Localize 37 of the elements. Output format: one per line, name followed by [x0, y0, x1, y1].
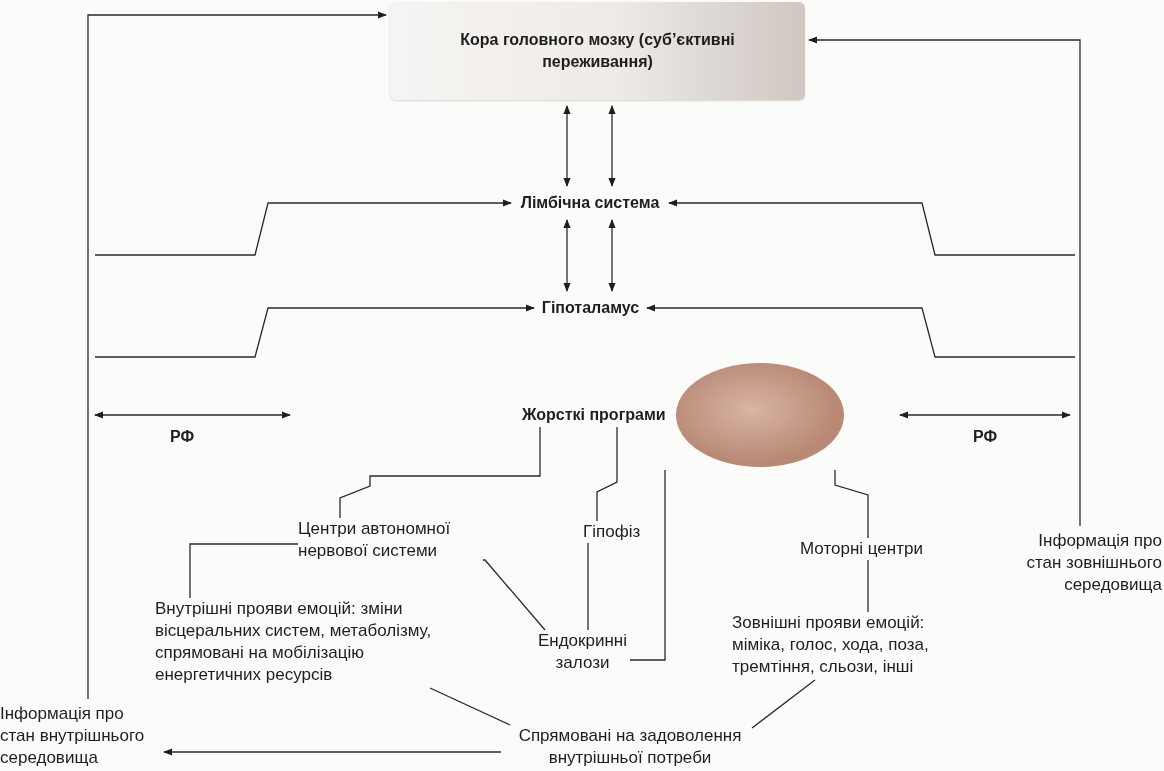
arrow — [94, 304, 535, 358]
node-label: Внутрішні прояви емоцій: зміни вісцеральних систем, метаболізму, спрямовані на мобілізацію енергетичних ресурсів — [155, 598, 455, 688]
arrow — [563, 105, 571, 187]
connector-line — [596, 426, 618, 522]
connector-line — [482, 559, 546, 631]
node-label: Інформація про стан зовнішнього середовища — [1004, 530, 1162, 598]
node-label: Спрямовані на задоволення внутрішньої потреби — [505, 725, 755, 769]
connector-line — [629, 469, 666, 661]
arrow — [646, 304, 1076, 358]
connector-line — [189, 543, 299, 599]
region-label: РФ — [170, 428, 195, 446]
node-label: Гіпофіз — [583, 521, 653, 543]
node-label: Інформація про стан внутрішнього середовища — [0, 703, 160, 770]
node-label: Моторні центри — [800, 538, 940, 560]
connector-line — [429, 687, 511, 726]
arrow — [608, 105, 616, 187]
connector-line — [751, 679, 816, 729]
arrow — [87, 11, 387, 700]
node-label: Жорсткі програми — [522, 405, 666, 425]
node-label: Лімбічна система — [515, 192, 665, 214]
arrow — [94, 199, 512, 256]
node-label: Гіпоталамус — [538, 297, 643, 319]
node-label: Зовнішні прояви емоцій: міміка, голос, хода, поза, тремтіння, сльози, інші — [732, 612, 972, 680]
process-box — [390, 2, 805, 100]
connector-line — [834, 469, 869, 539]
arrow — [563, 219, 571, 292]
connector-line — [867, 559, 869, 613]
arrow — [163, 748, 502, 756]
region-label: РФ — [973, 428, 998, 446]
box-label: Кора головного мозку (суб’єктивні переживання) — [459, 30, 736, 72]
node-label: Центри автономної нервової системи — [298, 518, 483, 564]
connector-line — [587, 542, 589, 631]
connector-line — [339, 426, 541, 519]
arrow — [668, 199, 1076, 256]
arrow — [608, 219, 616, 292]
node-label: Ендокринні залози — [535, 630, 630, 676]
arrow — [808, 36, 1081, 527]
